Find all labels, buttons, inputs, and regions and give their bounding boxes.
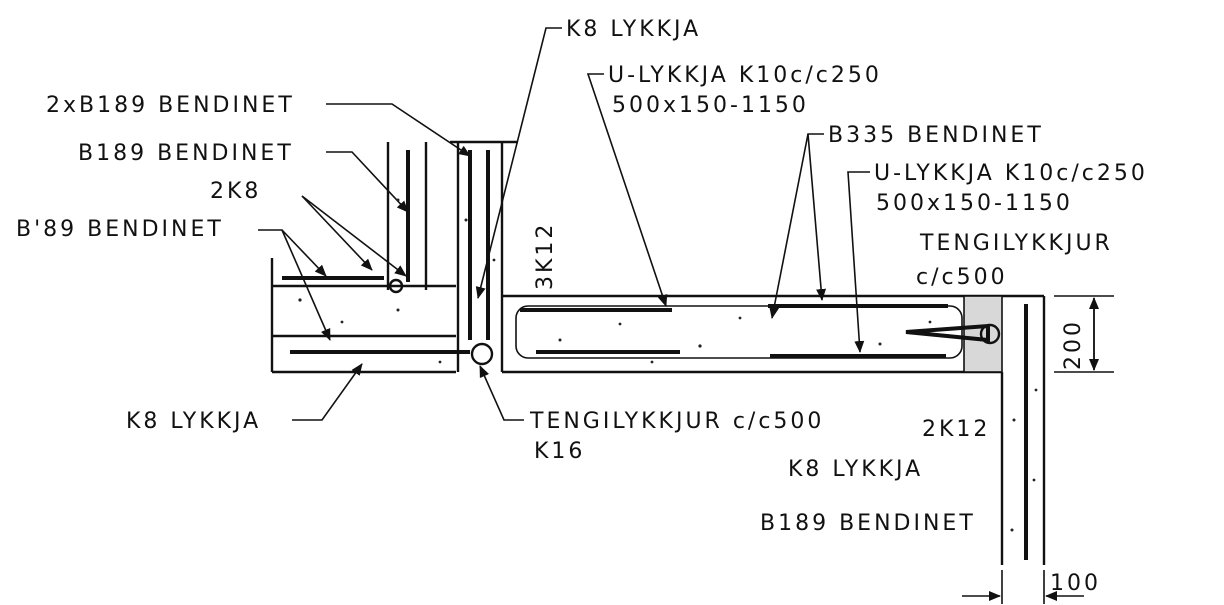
- label-k16: K16: [534, 439, 585, 464]
- leader-k8-lykkja-left: [292, 363, 363, 421]
- label-tengilykkjur-right-spacing: c/c500: [916, 265, 1008, 290]
- label-2xb189-bendinet: 2xB189 BENDINET: [46, 93, 295, 118]
- label-b189-bendinet-bottom: B189 BENDINET: [760, 511, 976, 536]
- leader-b189-left-b: [281, 229, 331, 341]
- label-2k8: 2K8: [210, 179, 261, 204]
- tie-loop-right: [905, 323, 990, 343]
- leader-u-lykkja-2: [847, 171, 870, 353]
- label-u-lykkja-2-line2: 500x150-1150: [876, 191, 1073, 216]
- label-b189-bendinet-left: B'89 BENDINET: [16, 217, 224, 242]
- concrete-aggregate: [298, 198, 1038, 532]
- leader-b335-b: [807, 133, 827, 301]
- label-dim-200: 200: [1061, 319, 1086, 370]
- label-b189-bendinet-top: B189 BENDINET: [78, 141, 294, 166]
- label-k8-lykkja-left: K8 LYKKJA: [126, 409, 261, 434]
- label-tengilykkjur-right: TENGILYKKJUR: [919, 231, 1113, 256]
- label-b335-bendinet: B335 BENDINET: [828, 123, 1044, 148]
- leaders: [258, 27, 870, 421]
- label-u-lykkja-1-line2: 500x150-1150: [612, 93, 809, 118]
- central-column-outline: [450, 140, 518, 372]
- label-dim-100: 100: [1050, 571, 1101, 596]
- rebars: [282, 150, 1028, 560]
- label-3k12: 3K12: [533, 222, 558, 290]
- leader-k8-lykkja-top: [475, 27, 562, 299]
- label-tengilykkjur-bottom: TENGILYKKJUR c/c500: [529, 409, 824, 434]
- label-u-lykkja-2-line1: U-LYKKJA K10c/c250: [874, 161, 1148, 186]
- label-u-lykkja-1-line1: U-LYKKJA K10c/c250: [608, 63, 882, 88]
- leader-u-lykkja-1: [586, 73, 668, 307]
- concrete-outlines: [270, 140, 1046, 565]
- leader-tengilykkjur-k16: [479, 365, 524, 421]
- leader-b189-top: [326, 151, 409, 213]
- leader-2xb189: [326, 103, 471, 157]
- label-k8-lykkja-right: K8 LYKKJA: [788, 457, 923, 482]
- upper-wall-left-outline: [386, 142, 428, 290]
- left-slab-outline: [270, 258, 456, 374]
- leader-2k8-b: [301, 195, 407, 277]
- dimensions: [962, 295, 1114, 604]
- tie-ring-k16: [470, 342, 494, 366]
- leader-2k8-a: [301, 195, 373, 271]
- corner-bar: [388, 278, 404, 294]
- beam-outline: [502, 294, 1046, 565]
- label-k8-lykkja-top: K8 LYKKJA: [566, 17, 701, 42]
- labels: K8 LYKKJA 2xB189 BENDINET B189 BENDINET …: [16, 17, 1148, 596]
- insulation-block: [963, 295, 1003, 373]
- tie-ring-right: [979, 323, 1001, 345]
- label-2k12: 2K12: [922, 417, 990, 442]
- beam-stirrup: [515, 305, 963, 359]
